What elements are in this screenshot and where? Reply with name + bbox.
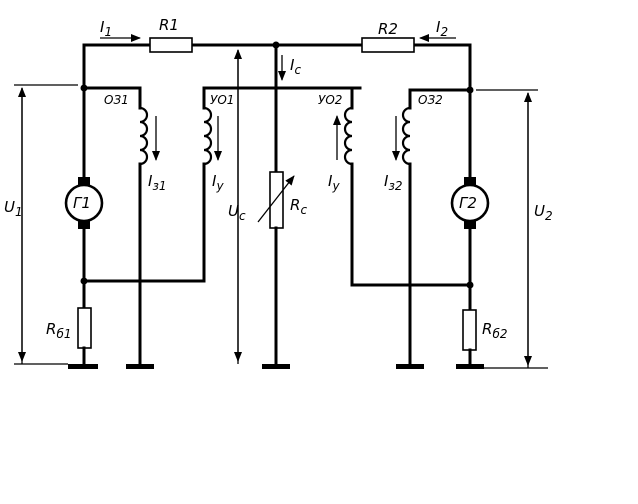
label-rb1: Rб1 — [46, 320, 71, 341]
label-i1: I1 — [100, 18, 112, 39]
resistor-rb1 — [77, 307, 92, 349]
coil-oz2 — [401, 106, 411, 166]
label-oz2: ОЗ2 — [418, 93, 443, 107]
label-oz1: ОЗ1 — [104, 93, 129, 107]
resistor-r2 — [361, 37, 415, 53]
label-uo2: УО2 — [318, 93, 342, 107]
control-bus — [82, 86, 472, 110]
variable-resistor-rc — [269, 171, 284, 229]
label-rb2: Rб2 — [482, 320, 507, 341]
top-bus — [82, 43, 472, 92]
ground-symbol — [456, 364, 484, 369]
junction-dot — [272, 41, 280, 49]
label-u2: U2 — [534, 202, 553, 223]
resistor-rb2 — [462, 309, 477, 351]
label-uo1: УО1 — [210, 93, 234, 107]
label-r2: R2 — [378, 20, 398, 38]
label-iy-left: Iy — [212, 172, 224, 193]
resistor-r1 — [149, 37, 193, 53]
g1-bottom-brush — [78, 220, 90, 229]
label-r1: R1 — [159, 16, 179, 34]
label-g2: Г2 — [459, 194, 477, 212]
coil-oz1 — [139, 106, 149, 166]
ground-symbol — [396, 364, 424, 369]
ground-symbol — [68, 364, 98, 369]
g1-top-brush — [78, 177, 90, 186]
label-iy-right: Iy — [328, 172, 340, 193]
label-iz2: Iз2 — [384, 172, 402, 193]
coil-uo1 — [203, 106, 213, 166]
coil-uo2 — [343, 106, 353, 166]
g2-top-brush — [464, 177, 476, 186]
label-u1: U1 — [4, 198, 23, 219]
variable-arrow — [257, 175, 295, 223]
g2-bottom-brush — [464, 220, 476, 229]
ground-symbol — [262, 364, 290, 369]
label-i2: I2 — [436, 18, 448, 39]
ground-symbol — [126, 364, 154, 369]
label-ic: Ic — [290, 56, 301, 77]
label-uc: Uc — [228, 202, 246, 223]
label-iz1: Iз1 — [148, 172, 166, 193]
label-g1: Г1 — [73, 194, 91, 212]
label-rc: Rc — [290, 196, 307, 217]
coil-leads — [82, 162, 472, 368]
